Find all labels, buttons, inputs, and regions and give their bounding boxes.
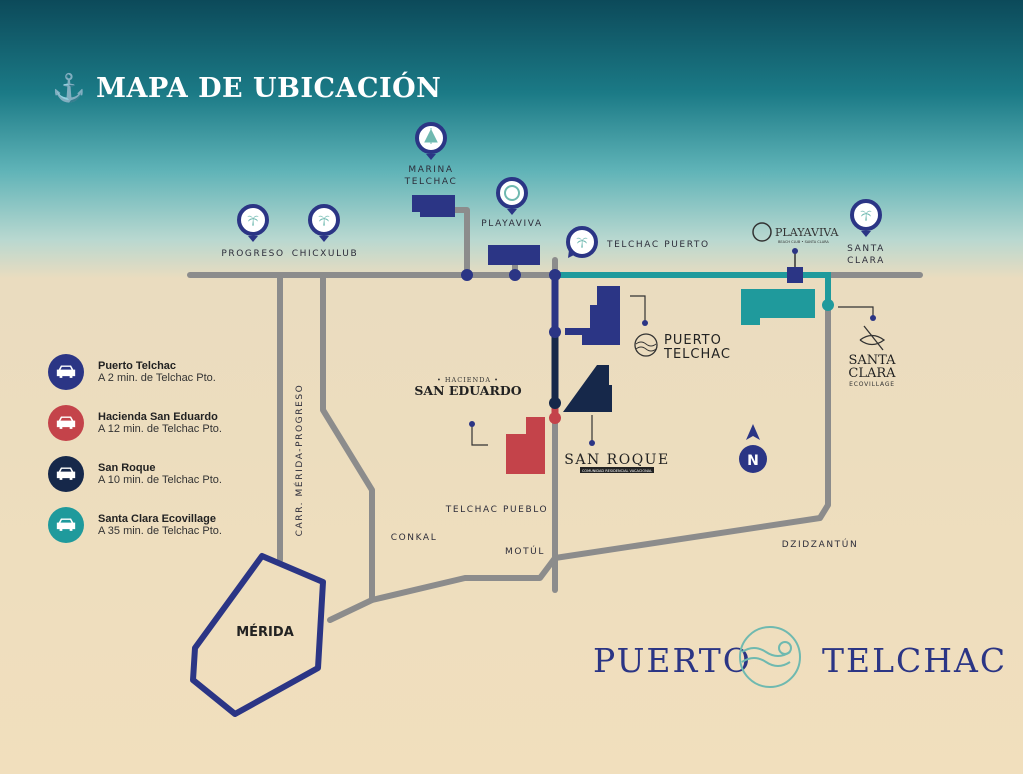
road-merida-progreso bbox=[320, 272, 375, 603]
label-santa-clara-2: CLARA bbox=[847, 256, 885, 266]
legend-name: Santa Clara Ecovillage bbox=[98, 512, 216, 525]
legend-time: A 12 min. de Telchac Pto. bbox=[98, 422, 222, 435]
car-icon bbox=[48, 353, 84, 390]
playaviva-building bbox=[488, 245, 540, 265]
label-san-roque-sub: COMUNIDAD RESIDENCIAL VACACIONAL bbox=[582, 469, 652, 473]
car-icon bbox=[48, 455, 84, 492]
puerto-telchac-logo: PUERTO TELCHAC bbox=[634, 333, 731, 362]
label-marina-2: TELCHAC bbox=[404, 177, 458, 187]
label-telchac-pueblo: TELCHAC PUEBLO bbox=[445, 505, 548, 515]
car-icon bbox=[48, 506, 84, 543]
label-marina: MARINA bbox=[408, 165, 453, 175]
legend-name: Hacienda San Eduardo bbox=[98, 410, 218, 423]
hacienda-node bbox=[549, 412, 561, 424]
legend-time: A 35 min. de Telchac Pto. bbox=[98, 524, 222, 537]
label-playaviva: PLAYAVIVA bbox=[481, 219, 542, 229]
svg-text:BEACH CLUB • SANTA CLARA: BEACH CLUB • SANTA CLARA bbox=[778, 240, 829, 244]
car-icon bbox=[48, 404, 84, 441]
label-progreso: PROGRESO bbox=[221, 249, 284, 259]
playaviva-node bbox=[509, 269, 521, 281]
legend-name: Puerto Telchac bbox=[98, 359, 177, 372]
playaviva-beach-club-logo: PLAYAVIVA BEACH CLUB • SANTA CLARA bbox=[752, 222, 839, 244]
legend-time: A 2 min. de Telchac Pto. bbox=[98, 371, 216, 384]
pin-chicxulub-icon bbox=[308, 204, 340, 242]
svg-text:CLARA: CLARA bbox=[848, 366, 896, 381]
puerto-telchac-lot bbox=[565, 286, 620, 345]
santa-clara-lot bbox=[741, 289, 815, 325]
marina-building bbox=[412, 195, 455, 217]
santa-clara-ecovillage-logo: SANTA CLARA ECOVILLAGE bbox=[848, 325, 896, 388]
pin-telchac-puerto-icon bbox=[566, 226, 598, 258]
label-hacienda-top: • HACIENDA • bbox=[437, 376, 499, 384]
road-motul-dzidzantun bbox=[327, 297, 831, 623]
svg-text:TELCHAC: TELCHAC bbox=[663, 347, 731, 362]
label-san-roque: SAN ROQUE bbox=[564, 452, 669, 468]
san-roque-node bbox=[549, 397, 561, 409]
brand-logo: PUERTO TELCHAC bbox=[593, 626, 1007, 688]
playaviva-beach-club-node bbox=[787, 267, 803, 283]
pin-santa-clara-icon bbox=[850, 199, 882, 237]
hacienda-lot bbox=[506, 417, 545, 474]
page-title: ⚓ MAPA DE UBICACIÓN bbox=[52, 72, 442, 105]
marina-node bbox=[461, 269, 473, 281]
svg-text:PUERTO: PUERTO bbox=[664, 333, 722, 348]
svg-text:N: N bbox=[747, 453, 759, 469]
label-motul: MOTÚL bbox=[505, 545, 545, 557]
label-santa-clara: SANTA bbox=[847, 244, 885, 254]
merida-ring bbox=[190, 553, 326, 717]
legend-time: A 10 min. de Telchac Pto. bbox=[98, 473, 222, 486]
santa-clara-route bbox=[555, 272, 831, 305]
svg-text:SANTA: SANTA bbox=[848, 353, 896, 368]
label-dzidzantun: DZIDZANTÚN bbox=[782, 538, 859, 550]
north-arrow-icon: N bbox=[739, 424, 767, 473]
svg-text:TELCHAC: TELCHAC bbox=[822, 641, 1007, 680]
label-chicxulub: CHICXULUB bbox=[292, 249, 358, 259]
anchor-icon: ⚓ bbox=[52, 73, 87, 104]
san-roque-lot bbox=[563, 365, 612, 412]
label-conkal: CONKAL bbox=[391, 533, 438, 543]
legend-name: San Roque bbox=[98, 461, 156, 474]
label-road: CARR. MÉRIDA-PROGRESO bbox=[293, 384, 305, 537]
pin-playaviva-icon bbox=[496, 177, 528, 215]
svg-text:ECOVILLAGE: ECOVILLAGE bbox=[849, 381, 895, 388]
label-telchac-puerto: TELCHAC PUERTO bbox=[606, 240, 710, 250]
pin-progreso-icon bbox=[237, 204, 269, 242]
puerto-telchac-node bbox=[549, 326, 561, 338]
label-hacienda: SAN EDUARDO bbox=[414, 383, 521, 398]
label-merida: MÉRIDA bbox=[236, 624, 294, 640]
svg-text:PUERTO: PUERTO bbox=[593, 641, 752, 680]
santa-clara-node bbox=[822, 299, 834, 311]
svg-text:PLAYAVIVA: PLAYAVIVA bbox=[775, 226, 839, 239]
pin-marina-icon bbox=[415, 122, 447, 160]
telchac-node bbox=[549, 269, 561, 281]
title-text: MAPA DE UBICACIÓN bbox=[96, 72, 442, 104]
